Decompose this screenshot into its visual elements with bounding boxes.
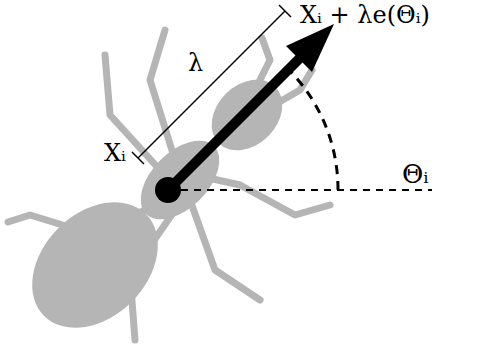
target-label: Xᵢ + λe(Θᵢ) (300, 2, 430, 28)
length-label: λ (188, 50, 203, 76)
reference-axis (168, 189, 432, 191)
angle-arc (288, 69, 338, 190)
position-dot (155, 177, 181, 203)
position-label: Xᵢ (104, 140, 126, 166)
angle-label: Θᵢ (402, 160, 429, 189)
length-bracket (132, 5, 291, 164)
arrowhead (286, 24, 334, 72)
